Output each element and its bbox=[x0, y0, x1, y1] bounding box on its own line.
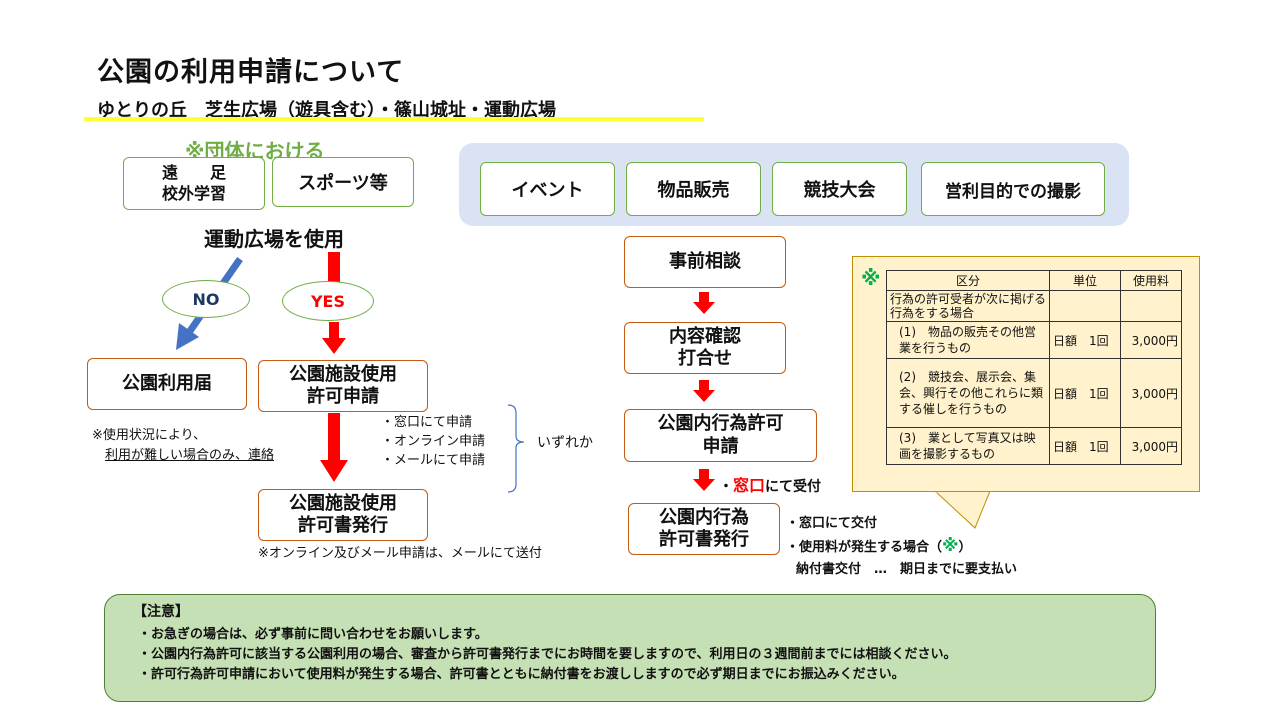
excursion-line2: 校外学習 bbox=[161, 183, 226, 203]
fee-row-unit: 日額 1回 bbox=[1049, 321, 1121, 359]
sports-box: スポーツ等 bbox=[272, 157, 414, 207]
event-box-photo: 営利目的での撮影 bbox=[921, 162, 1105, 216]
sports-label: スポーツ等 bbox=[298, 173, 388, 194]
usage-note: ※使用状況により、 利用が難しい場合のみ、連絡 bbox=[92, 426, 274, 465]
fee-header-unit: 単位 bbox=[1049, 270, 1121, 291]
fee-row-unit: 日額 1回 bbox=[1049, 358, 1121, 428]
fee-table-row: (3) 業として写真又は映画を撮影するもの 日額 1回 3,000円 bbox=[886, 427, 1182, 465]
notice-box: 【注意】 ・お急ぎの場合は、必ず事前に問い合わせをお願いします。 ・公園内行為許… bbox=[104, 594, 1156, 702]
fee-header-fee: 使用料 bbox=[1120, 270, 1182, 291]
fee-table-header: 区分 単位 使用料 bbox=[886, 270, 1182, 291]
issue-note-line2: ・使用料が発生する場合（※） bbox=[786, 535, 1017, 559]
usage-note-line1: ※使用状況により、 bbox=[92, 428, 207, 443]
fee-row-fee: 3,000円 bbox=[1120, 358, 1182, 428]
window-word: 窓口 bbox=[733, 476, 766, 495]
no-label: NO bbox=[192, 289, 220, 309]
event-box-sales: 物品販売 bbox=[626, 162, 761, 216]
act-issue-line2: 許可書発行 bbox=[659, 529, 749, 550]
facility-apply-line2: 許可申請 bbox=[307, 386, 379, 407]
window-reception: ・窓口にて受付 bbox=[719, 472, 821, 496]
yes-label: YES bbox=[310, 291, 346, 311]
confirm-arrow bbox=[693, 380, 715, 402]
park-notice-label: 公園利用届 bbox=[122, 372, 212, 394]
park-notice-box: 公園利用届 bbox=[87, 358, 247, 410]
issue-note-mark: ※ bbox=[942, 536, 959, 556]
issue-note-line2-pre: ・使用料が発生する場合（ bbox=[786, 540, 943, 555]
apply-method-online: ・オンライン申請 bbox=[381, 434, 486, 449]
methods-brace bbox=[507, 404, 525, 493]
facility-apply-box: 公園施設使用 許可申請 bbox=[258, 360, 428, 412]
facility-issue-box: 公園施設使用 許可書発行 bbox=[258, 489, 428, 541]
usage-note-line2: 利用が難しい場合のみ、連絡 bbox=[105, 447, 275, 463]
page-subtitle: ゆとりの丘 芝生広場（遊具含む）・篠山城址・運動広場 bbox=[97, 100, 556, 121]
fee-row-unit: 日額 1回 bbox=[1049, 427, 1121, 465]
either-label: いずれか bbox=[537, 435, 593, 451]
act-arrow bbox=[693, 469, 715, 491]
issue-note-line2-post: ） bbox=[958, 540, 972, 555]
subtitle-underline bbox=[84, 117, 704, 121]
fee-row-desc: (1) 物品の販売その他営業を行うもの bbox=[886, 321, 1050, 359]
issue-arrow bbox=[320, 413, 348, 482]
fee-intro-unit bbox=[1049, 290, 1121, 322]
yes-arrow-bottom bbox=[322, 322, 346, 354]
event-box-event: イベント bbox=[480, 162, 615, 216]
window-prefix: ・ bbox=[719, 479, 733, 495]
act-apply-line1: 公園内行為許可 bbox=[657, 413, 784, 434]
fee-row-fee: 3,000円 bbox=[1120, 321, 1182, 359]
event-label-sales: 物品販売 bbox=[657, 180, 730, 201]
notice-heading: 【注意】 bbox=[133, 604, 189, 620]
apply-method-window: ・窓口にて申請 bbox=[381, 415, 473, 430]
notice-item: ・公園内行為許可に該当する公園利用の場合、審査から許可書発行までにお時間を要しま… bbox=[138, 647, 957, 662]
event-label-event: イベント bbox=[511, 180, 584, 201]
excursion-line1: 遠 足 bbox=[161, 162, 226, 182]
notice-item: ・許可行為許可申請において使用料が発生する場合、許可書とともに納付書をお渡ししま… bbox=[138, 667, 905, 682]
issue-note-line3: 納付書交付 … 期日までに要支払い bbox=[796, 562, 1018, 577]
fee-table-row: 行為の許可受者が次に掲げる行為をする場合 bbox=[886, 290, 1182, 322]
act-apply-box: 公園内行為許可 申請 bbox=[624, 409, 817, 462]
excursion-box: 遠 足 校外学習 bbox=[123, 157, 265, 210]
prior-consult-box: 事前相談 bbox=[624, 236, 786, 288]
fee-header-category: 区分 bbox=[886, 270, 1050, 291]
confirm-line2: 打合せ bbox=[678, 348, 732, 369]
issue-notes: ・窓口にて交付 ・使用料が発生する場合（※） 納付書交付 … 期日までに要支払い bbox=[786, 513, 1017, 581]
yes-arrow-top bbox=[328, 252, 340, 284]
consult-arrow bbox=[693, 292, 715, 314]
facility-apply-line1: 公園施設使用 bbox=[289, 363, 397, 385]
no-ellipse: NO bbox=[162, 280, 250, 318]
fee-row-desc: (3) 業として写真又は映画を撮影するもの bbox=[886, 427, 1050, 465]
act-issue-line1: 公園内行為 bbox=[659, 506, 749, 528]
confirm-line1: 内容確認 bbox=[669, 325, 741, 347]
window-suffix: にて受付 bbox=[765, 479, 822, 495]
fee-table: 区分 単位 使用料 行為の許可受者が次に掲げる行為をする場合 (1) 物品の販売… bbox=[886, 270, 1182, 465]
confirm-box: 内容確認 打合せ bbox=[624, 322, 786, 374]
page-title: 公園の利用申請について bbox=[97, 57, 405, 88]
facility-issue-line2: 許可書発行 bbox=[298, 515, 388, 536]
fee-intro-fee bbox=[1120, 290, 1182, 322]
event-label-photo: 営利目的での撮影 bbox=[945, 181, 1081, 202]
yes-ellipse: YES bbox=[282, 281, 374, 321]
facility-issue-line1: 公園施設使用 bbox=[289, 492, 397, 514]
fee-row-desc: (2) 競技会、展示会、集会、興行その他これらに類する催しを行うもの bbox=[886, 358, 1050, 428]
use-ground-label: 運動広場を使用 bbox=[204, 227, 344, 251]
online-note: ※オンライン及びメール申請は、メールにて送付 bbox=[258, 546, 542, 561]
fee-intro: 行為の許可受者が次に掲げる行為をする場合 bbox=[886, 290, 1050, 322]
fee-row-fee: 3,000円 bbox=[1120, 427, 1182, 465]
apply-method-email: ・メールにて申請 bbox=[381, 453, 486, 468]
issue-note-line1: ・窓口にて交付 bbox=[786, 516, 878, 531]
prior-consult-label: 事前相談 bbox=[669, 250, 741, 272]
notice-item: ・お急ぎの場合は、必ず事前に問い合わせをお願いします。 bbox=[138, 627, 488, 642]
fee-table-row: (2) 競技会、展示会、集会、興行その他これらに類する催しを行うもの 日額 1回… bbox=[886, 358, 1182, 428]
act-issue-box: 公園内行為 許可書発行 bbox=[628, 503, 780, 555]
fee-mark: ※ bbox=[861, 266, 881, 290]
apply-methods: ・窓口にて申請 ・オンライン申請 ・メールにて申請 bbox=[381, 413, 485, 470]
event-box-competition: 競技大会 bbox=[772, 162, 907, 216]
fee-table-row: (1) 物品の販売その他営業を行うもの 日額 1回 3,000円 bbox=[886, 321, 1182, 359]
fee-callout: ※ 区分 単位 使用料 行為の許可受者が次に掲げる行為をする場合 (1) 物品の… bbox=[852, 256, 1200, 492]
event-label-competition: 競技大会 bbox=[803, 180, 876, 201]
act-apply-line2: 申請 bbox=[702, 435, 739, 457]
